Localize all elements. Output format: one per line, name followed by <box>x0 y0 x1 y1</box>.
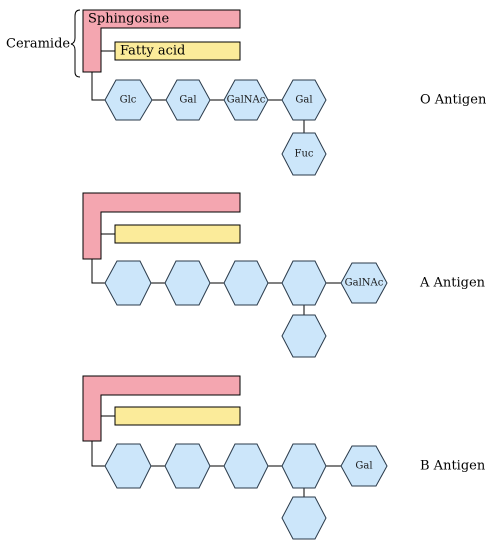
sphingosine-bar <box>82 192 241 260</box>
sugar-hexagon <box>281 443 327 489</box>
fatty-acid-bar <box>114 406 241 426</box>
sugar-hexagon <box>164 260 211 306</box>
sugar-hexagon <box>104 443 152 489</box>
sugar-hexagon <box>281 79 327 121</box>
ceramide-label: Ceramide <box>6 37 70 52</box>
sugar-hexagon <box>104 260 152 306</box>
sugar-hexagon <box>223 443 269 489</box>
sugar-hexagon <box>104 79 153 121</box>
sugar-hexagon <box>223 79 269 121</box>
fatty-acid-bar <box>114 224 241 244</box>
sphingosine-label: Sphingosine <box>88 12 169 27</box>
sugar-label: Fuc <box>295 149 314 160</box>
o-antigen-structure: Ceramide Sphingosine Fatty acid Glc Gal … <box>6 9 487 176</box>
sugar-hexagon-branch <box>281 132 327 176</box>
chain-linker <box>91 259 105 284</box>
sugar-label: GalNAc <box>227 95 266 106</box>
sugar-label: GalNAc <box>345 278 384 289</box>
antigen-name: B Antigen <box>420 459 486 474</box>
ceramide-brace <box>70 9 81 78</box>
chain-linker <box>91 441 105 467</box>
sugar-hexagon <box>165 79 211 121</box>
sugar-hexagon-branch <box>281 314 327 358</box>
fatty-acid-label: Fatty acid <box>120 44 185 59</box>
sugar-label: Gal <box>355 461 372 472</box>
fatty-acid-bar <box>114 41 241 61</box>
sugar-hexagon-terminal <box>340 262 388 304</box>
sugar-hexagon <box>223 260 269 306</box>
sphingosine-bar <box>82 9 241 73</box>
sugar-label: Gal <box>295 95 312 106</box>
b-antigen-structure: Gal B Antigen <box>82 375 486 540</box>
sugar-hexagon <box>281 260 327 306</box>
sugar-label: Gal <box>179 95 196 106</box>
antigen-name: A Antigen <box>419 276 486 291</box>
sugar-hexagon-branch <box>281 496 327 540</box>
a-antigen-structure: GalNAc A Antigen <box>82 192 486 358</box>
sugar-hexagon <box>164 443 211 489</box>
antigen-name: O Antigen <box>420 93 487 108</box>
chain-linker <box>91 72 105 101</box>
sugar-label: Glc <box>120 95 137 106</box>
sugar-hexagon-terminal <box>340 445 388 487</box>
sphingosine-bar <box>82 375 241 442</box>
